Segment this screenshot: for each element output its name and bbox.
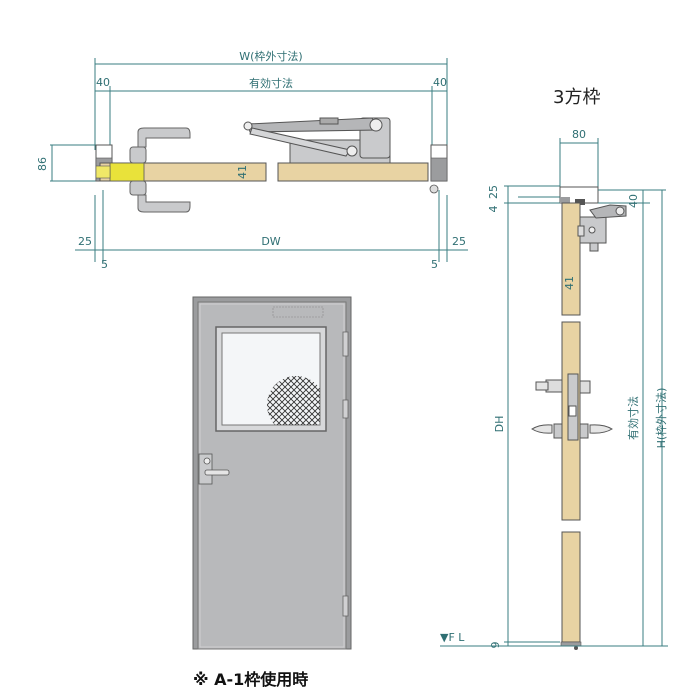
hinge-middle [342, 399, 349, 419]
closer-bracket-section [577, 204, 627, 252]
right-40-label: 40 [433, 76, 447, 89]
right-5-label: 5 [431, 258, 438, 271]
effective-width-label: 有効寸法 [249, 76, 293, 90]
depth-86-label: 86 [36, 157, 49, 171]
section-title: 3方枠 [553, 87, 600, 108]
top-80-label: 80 [572, 128, 586, 141]
door-elevation [192, 296, 352, 650]
left-25-label: 25 [78, 235, 92, 248]
leaf-section-top [561, 202, 581, 316]
lever-handle-plan [129, 127, 191, 213]
hinge-bottom [342, 595, 349, 617]
leaf-41-section-label: 41 [563, 276, 576, 290]
overall-height-label: H(枠外寸法) [654, 388, 668, 449]
latch-body [109, 162, 145, 182]
leaf-section-bottom [561, 531, 581, 643]
fl-label: ▼F L [440, 631, 465, 644]
right-25-label: 25 [452, 235, 466, 248]
door-leaf-right [277, 162, 429, 182]
lever-handle-section [531, 373, 613, 441]
dim-4-label: 4 [487, 206, 500, 213]
footnote: ※ A-1枠使用時 [193, 670, 308, 689]
leaf-41-label: 41 [236, 165, 249, 179]
dh-label: DH [493, 416, 506, 433]
dim-25-label: 25 [487, 185, 500, 199]
left-40-label: 40 [96, 76, 110, 89]
door-handle [198, 453, 230, 485]
door-closer-plan [243, 117, 391, 164]
wire-glass-pattern [267, 376, 320, 425]
left-5-label: 5 [101, 258, 108, 271]
effective-height-label: 有効寸法 [626, 396, 640, 440]
dim-40-label: 40 [627, 194, 640, 208]
overall-width-label: W(枠外寸法) [239, 49, 302, 63]
plan-view: W(枠外寸法) 有効寸法 40 40 86 41 [36, 49, 468, 271]
section-view: 3方枠 80 41 [440, 87, 668, 650]
hinge-top [342, 331, 349, 357]
dw-label: DW [261, 235, 280, 248]
dim-9-label: 9 [489, 642, 502, 649]
